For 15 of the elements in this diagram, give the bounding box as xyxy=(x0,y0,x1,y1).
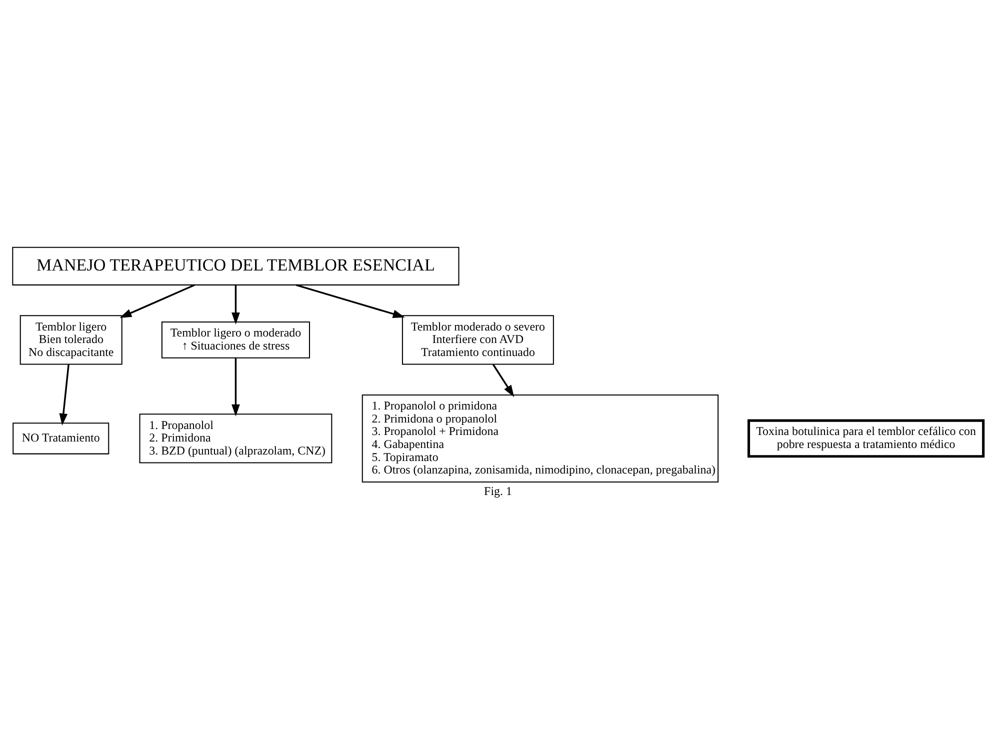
arrow xyxy=(120,284,195,318)
arrow xyxy=(296,284,405,318)
arrow xyxy=(492,364,514,398)
arrow xyxy=(232,285,240,324)
caption: Fig. 1 xyxy=(484,484,512,498)
node-box: MANEJO TERAPEUTICO DEL TEMBLOR ESENCIAL xyxy=(12,246,460,286)
node-box: Toxina botulinica para el temblor cefálico con pobre respuesta a tratamiento médico xyxy=(747,419,985,458)
arrow xyxy=(232,358,240,416)
node-box: Temblor moderado o severo Interfiere con AVD Tratamiento continuado xyxy=(402,315,554,365)
node-box: 1. Propanolol o primidona 2. Primidona o propanolol 3. Propanolol + Primidona 4. Gabapentina 5. Topiramato 6. Otros (olanzapina, zonisamida, nimodipino, clonacepan, pregabalina) xyxy=(362,394,719,482)
arrow xyxy=(59,364,70,426)
node-box: Temblor ligero Bien tolerado No discapacitante xyxy=(20,315,122,365)
node-box: 1. Propanolol 2. Primidona 3. BZD (puntual) (alprazolam, CNZ) xyxy=(139,414,332,464)
node-box: Temblor ligero o moderado ↑ Situaciones de stress xyxy=(161,322,310,358)
node-box: NO Tratamiento xyxy=(12,422,110,454)
